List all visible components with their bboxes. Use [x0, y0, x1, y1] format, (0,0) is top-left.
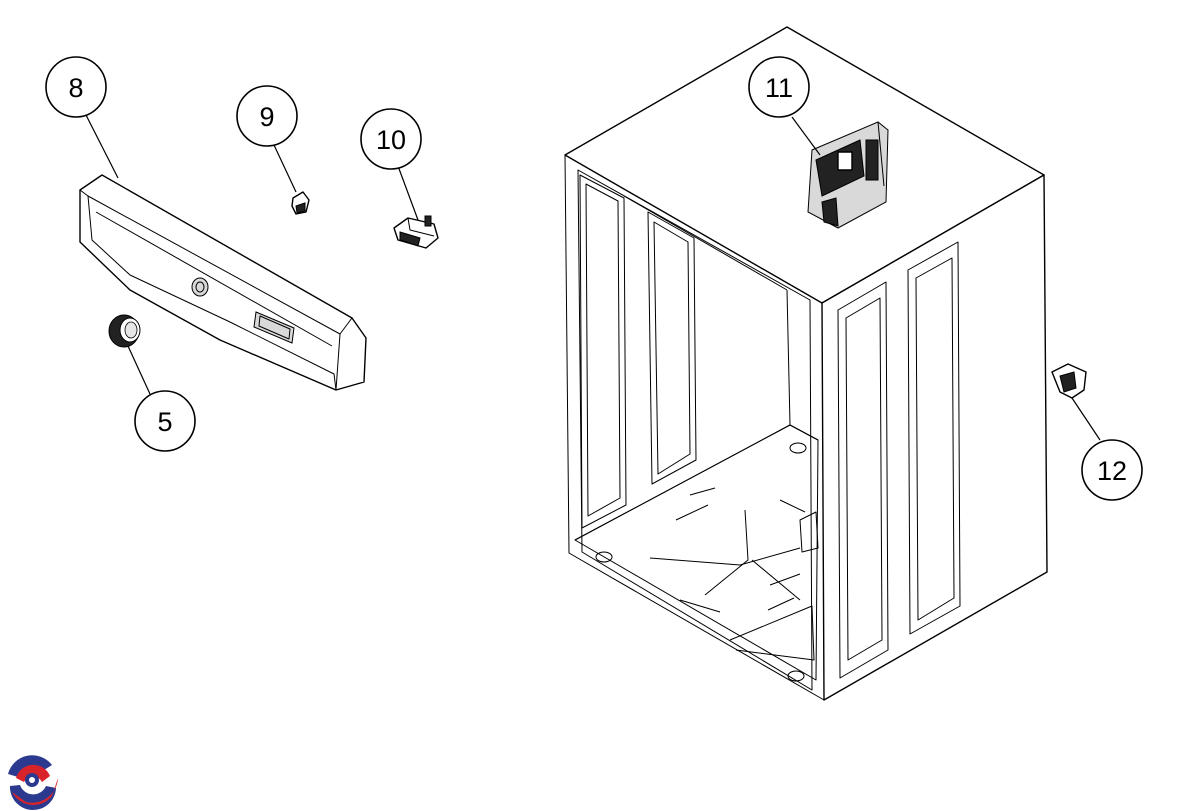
callout-5: 5 [134, 390, 196, 452]
cabinet-frame [564, 26, 1048, 701]
front-control-panel [79, 174, 367, 391]
callout-12: 12 [1081, 439, 1143, 501]
callout-9: 9 [236, 85, 298, 147]
callout-label: 10 [376, 125, 406, 155]
control-board-assembly [807, 121, 889, 229]
callout-10: 10 [360, 108, 422, 170]
callout-label: 5 [157, 407, 172, 437]
callout-11: 11 [748, 56, 810, 118]
small-clip [291, 191, 310, 215]
leader-lines [85, 114, 1101, 441]
callout-label: 8 [68, 73, 83, 103]
control-knob [108, 314, 141, 348]
callout-label: 9 [259, 102, 274, 132]
callout-label: 11 [765, 73, 793, 103]
brand-logo-icon [5, 753, 59, 811]
callout-label: 12 [1097, 456, 1127, 486]
callout-8: 8 [45, 56, 107, 118]
switch-bracket [393, 215, 439, 249]
side-latch [1051, 363, 1087, 399]
